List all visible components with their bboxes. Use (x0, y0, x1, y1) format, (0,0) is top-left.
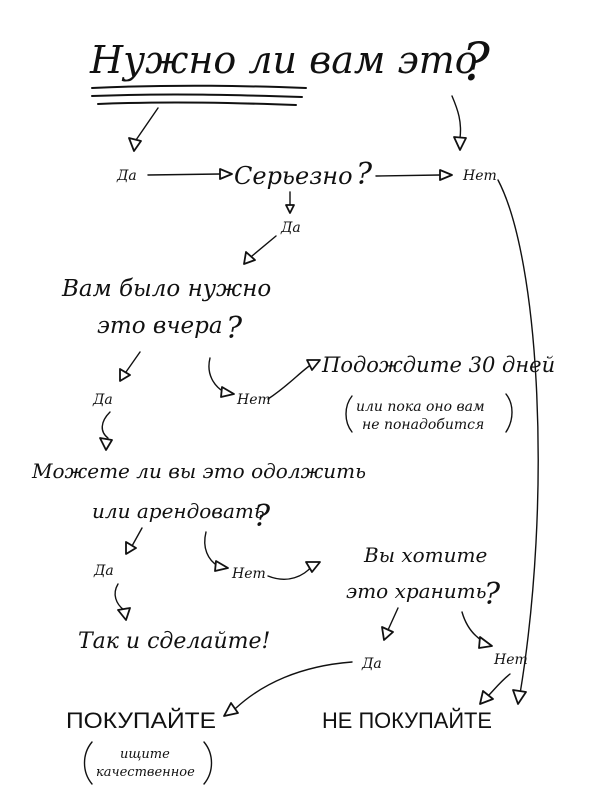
arrow-head (381, 626, 394, 641)
borrow-line-1: Можете ли вы это одолжить (31, 459, 366, 483)
arrow-seriously-to-no (375, 174, 441, 177)
borrow-line-2: или арендовать (92, 499, 265, 523)
arrow-title-to-no (451, 95, 462, 139)
arrow-head (128, 137, 142, 152)
seriously-question-mark: ? (356, 157, 373, 192)
arrow-head (125, 541, 137, 555)
arrow-head (219, 168, 233, 180)
arrow-yes-to-needed-yesterday (251, 235, 277, 257)
arrow-head (223, 702, 239, 717)
wait-note-paren-right (505, 393, 513, 433)
dont-buy-outcome: НЕ ПОКУПАЙТЕ (322, 708, 492, 733)
arrow-no-to-dont-buy-2 (487, 673, 511, 697)
needed-yesterday-line-1: Вам было нужно (61, 276, 271, 302)
buy-outcome: ПОКУПАЙТЕ (66, 708, 216, 733)
arrow-head (478, 636, 493, 649)
buy-note-paren-right (203, 741, 213, 785)
arrow-head (512, 689, 527, 705)
seriously-question: Серьезно (234, 162, 353, 190)
arrow-head (99, 437, 113, 451)
wait-note-line-2: не понадобится (362, 417, 484, 433)
no-label-1: Нет (462, 168, 497, 184)
arrow-head (306, 359, 321, 371)
wait-note-line-1: или пока оно вам (356, 399, 485, 415)
title-underline-2 (91, 93, 303, 98)
no-label-2: Нет (236, 392, 271, 408)
buy-note-line-1: ищите (120, 747, 170, 762)
store-line-2: это хранить (346, 579, 486, 603)
yes-label-5: Да (361, 656, 382, 672)
title-question-mark: ? (462, 33, 491, 93)
arrow-head (453, 136, 467, 151)
yes-label-2: Да (280, 220, 301, 236)
needed-yesterday-question-mark: ? (226, 311, 243, 346)
arrow-head (220, 386, 235, 398)
arrow-borrow-to-yes (131, 527, 143, 547)
needed-yesterday-line-2: это вчера (97, 313, 223, 339)
arrow-yes-to-seriously (147, 173, 221, 176)
arrow-head (439, 169, 453, 181)
arrow-no-to-store (267, 565, 313, 580)
arrow-head (285, 204, 295, 214)
wait-30-days: Подождите 30 дней (321, 353, 555, 377)
yes-label-4: Да (93, 563, 114, 579)
arrow-yes-to-do-it (114, 583, 125, 611)
arrow-no-to-wait (267, 363, 313, 400)
store-line-1: Вы хотите (363, 543, 487, 567)
yes-label-3: Да (92, 392, 113, 408)
arrow-needed-to-yes (125, 351, 141, 373)
title-underline-3 (97, 101, 297, 106)
arrow-title-to-yes (135, 107, 159, 141)
arrow-head (214, 560, 229, 572)
title: Нужно ли вам это (89, 38, 478, 82)
arrow-yes-to-borrow (101, 411, 111, 439)
do-it: Так и сделайте! (78, 629, 270, 654)
arrow-head (117, 607, 131, 621)
buy-note-line-2: качественное (96, 765, 195, 780)
no-label-3: Нет (231, 566, 266, 582)
arrow-head (243, 251, 256, 265)
arrow-head (305, 561, 321, 573)
borrow-question-mark: ? (254, 499, 271, 534)
no-label-4: Нет (493, 652, 528, 668)
arrow-head (479, 690, 494, 705)
yes-label-1: Да (116, 168, 137, 184)
arrow-yes-to-buy (235, 661, 353, 709)
title-underline-1 (91, 84, 307, 89)
arrow-head (119, 368, 131, 382)
store-question-mark: ? (484, 577, 501, 612)
arrow-store-to-yes (387, 607, 399, 631)
wait-note-paren-left (345, 395, 353, 433)
arrow-no-to-dont-buy (497, 179, 539, 695)
buy-note-paren-left (83, 741, 93, 785)
